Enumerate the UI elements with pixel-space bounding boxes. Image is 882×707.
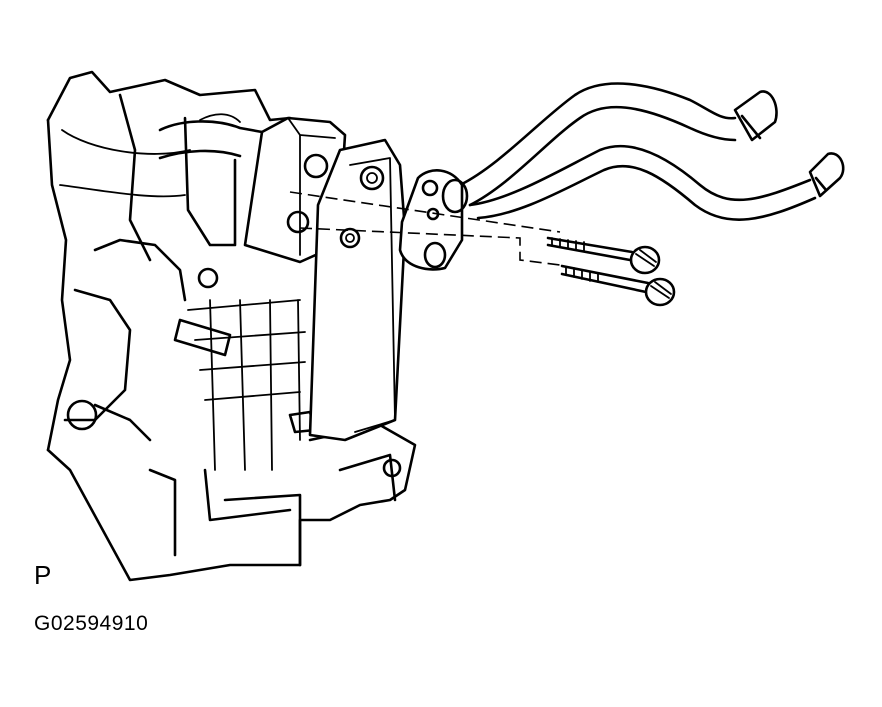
figure-code: G02594910: [34, 612, 149, 635]
view-label: P: [34, 560, 52, 590]
bolt: [546, 236, 661, 275]
bolt: [560, 264, 676, 307]
alignment-lines: [289, 191, 561, 266]
evaporator-plate: [308, 138, 407, 442]
pipe-flange: [398, 169, 469, 271]
unit-housing: [46, 70, 417, 582]
refrigerant-pipe: [458, 82, 845, 221]
